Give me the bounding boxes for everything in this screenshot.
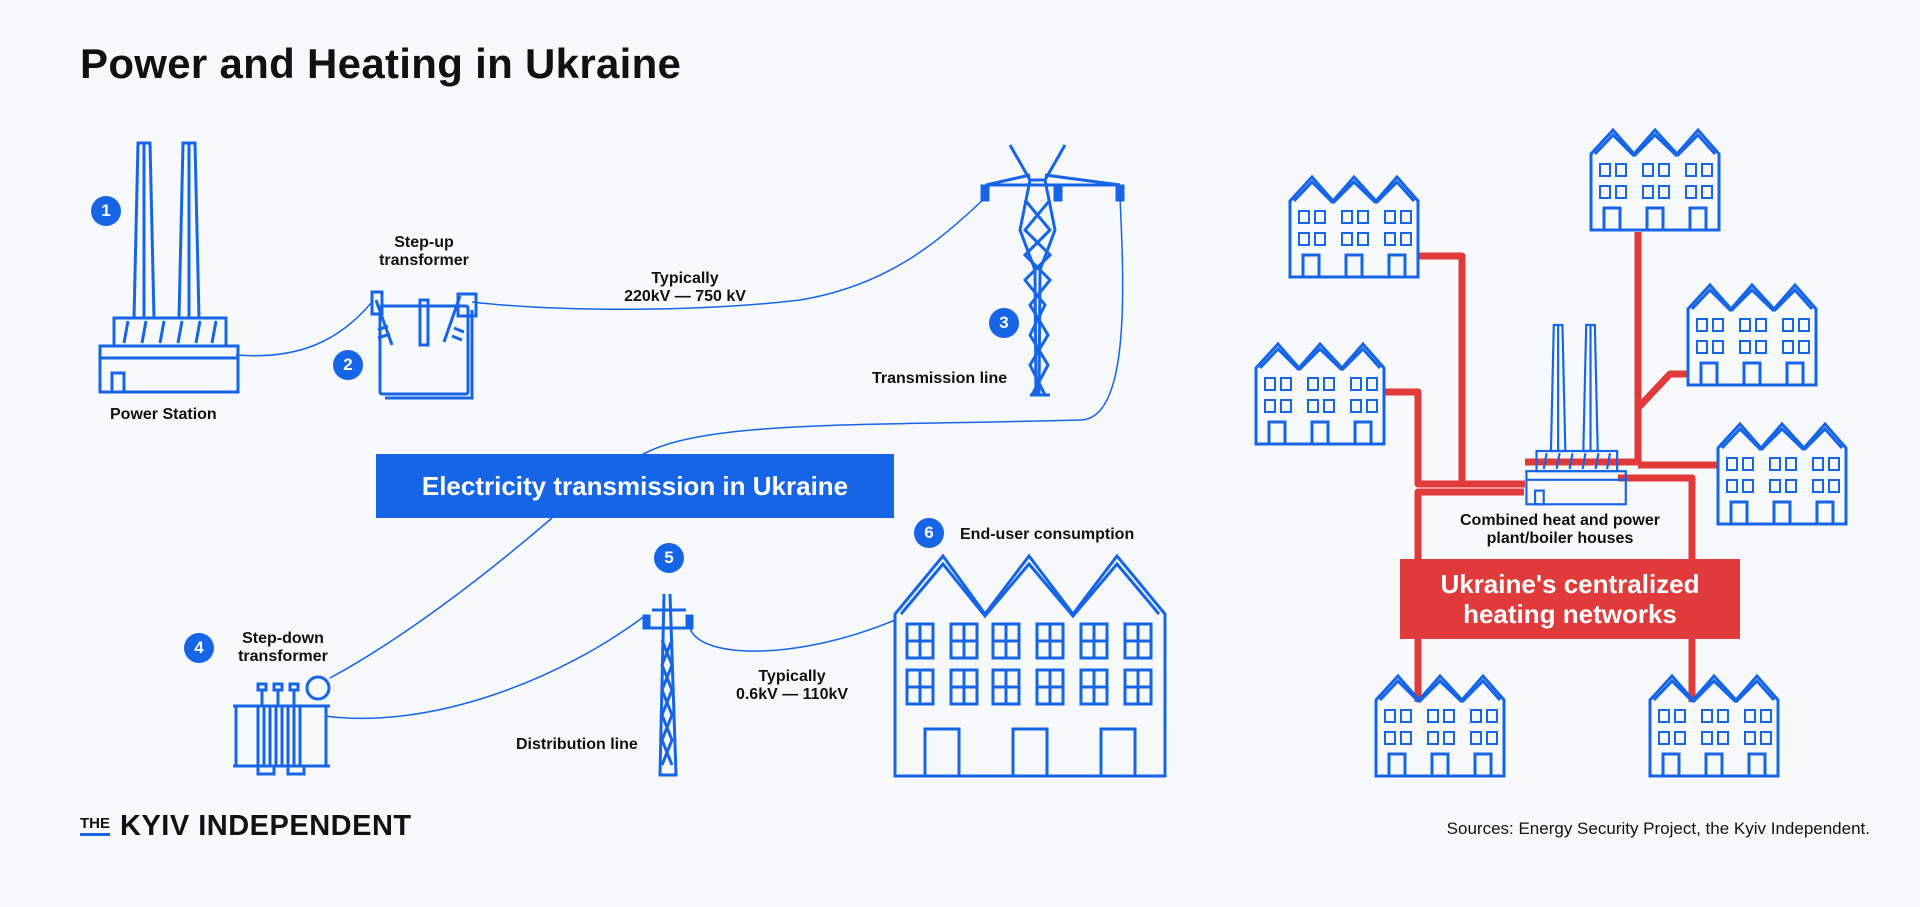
house-icon: [1254, 342, 1386, 446]
house-icon: [1648, 674, 1780, 778]
transmission-tower-icon: [980, 144, 1125, 397]
chp-plant-label: Combined heat and power plant/boiler hou…: [1459, 512, 1660, 547]
step-badge-2: 2: [333, 350, 363, 380]
step-badge-6: 6: [914, 518, 944, 548]
step-down-transformer-label: Step-down transformer: [238, 630, 328, 665]
house-icon: [1589, 128, 1721, 232]
high-voltage-label: Typically 220kV — 750 kV: [620, 270, 750, 306]
chp-plant-icon: [1525, 323, 1627, 506]
step-badge-1: 1: [91, 196, 121, 226]
step-up-transformer-label: Step-up transformer: [379, 234, 469, 269]
house-icon: [1288, 175, 1420, 279]
house-icon: [1716, 422, 1848, 526]
step-badge-5: 5: [654, 543, 684, 573]
power-lines: [235, 197, 1124, 720]
power-station-label: Power Station: [110, 406, 217, 423]
heating-networks-banner: Ukraine's centralized heating networks: [1400, 559, 1740, 639]
high-voltage-line1: Typically: [651, 270, 719, 287]
distribution-pole-icon: [642, 593, 694, 777]
step-up-transformer-icon: [370, 290, 478, 400]
house-icon: [1374, 674, 1506, 778]
end-user-consumption-label: End-user consumption: [960, 526, 1135, 543]
low-voltage-line2: 0.6kV — 110kV: [735, 686, 849, 703]
low-voltage-label: Typically 0.6kV — 110kV: [727, 668, 857, 704]
heating-pipes: [1384, 232, 1718, 702]
electricity-transmission-banner: Electricity transmission in Ukraine: [376, 454, 894, 518]
step-down-transformer-icon: [233, 675, 331, 776]
end-user-house-icon: [893, 553, 1167, 778]
transmission-line-label: Transmission line: [872, 370, 1008, 387]
sources-note: Sources: Energy Security Project, the Ky…: [1446, 819, 1870, 838]
house-icon: [1686, 283, 1818, 387]
page-title: Power and Heating in Ukraine: [80, 40, 682, 87]
low-voltage-line1: Typically: [758, 668, 826, 685]
step-badge-3: 3: [989, 308, 1019, 338]
brand-prefix: THE: [80, 816, 110, 836]
brand-name: KYIV INDEPENDENT: [120, 810, 412, 842]
high-voltage-line2: 220kV — 750 kV: [624, 288, 746, 305]
brand-logo: THE KYIV INDEPENDENT: [80, 810, 412, 843]
power-station-icon: [98, 141, 240, 394]
distribution-line-label: Distribution line: [516, 736, 638, 753]
step-badge-4: 4: [184, 633, 214, 663]
